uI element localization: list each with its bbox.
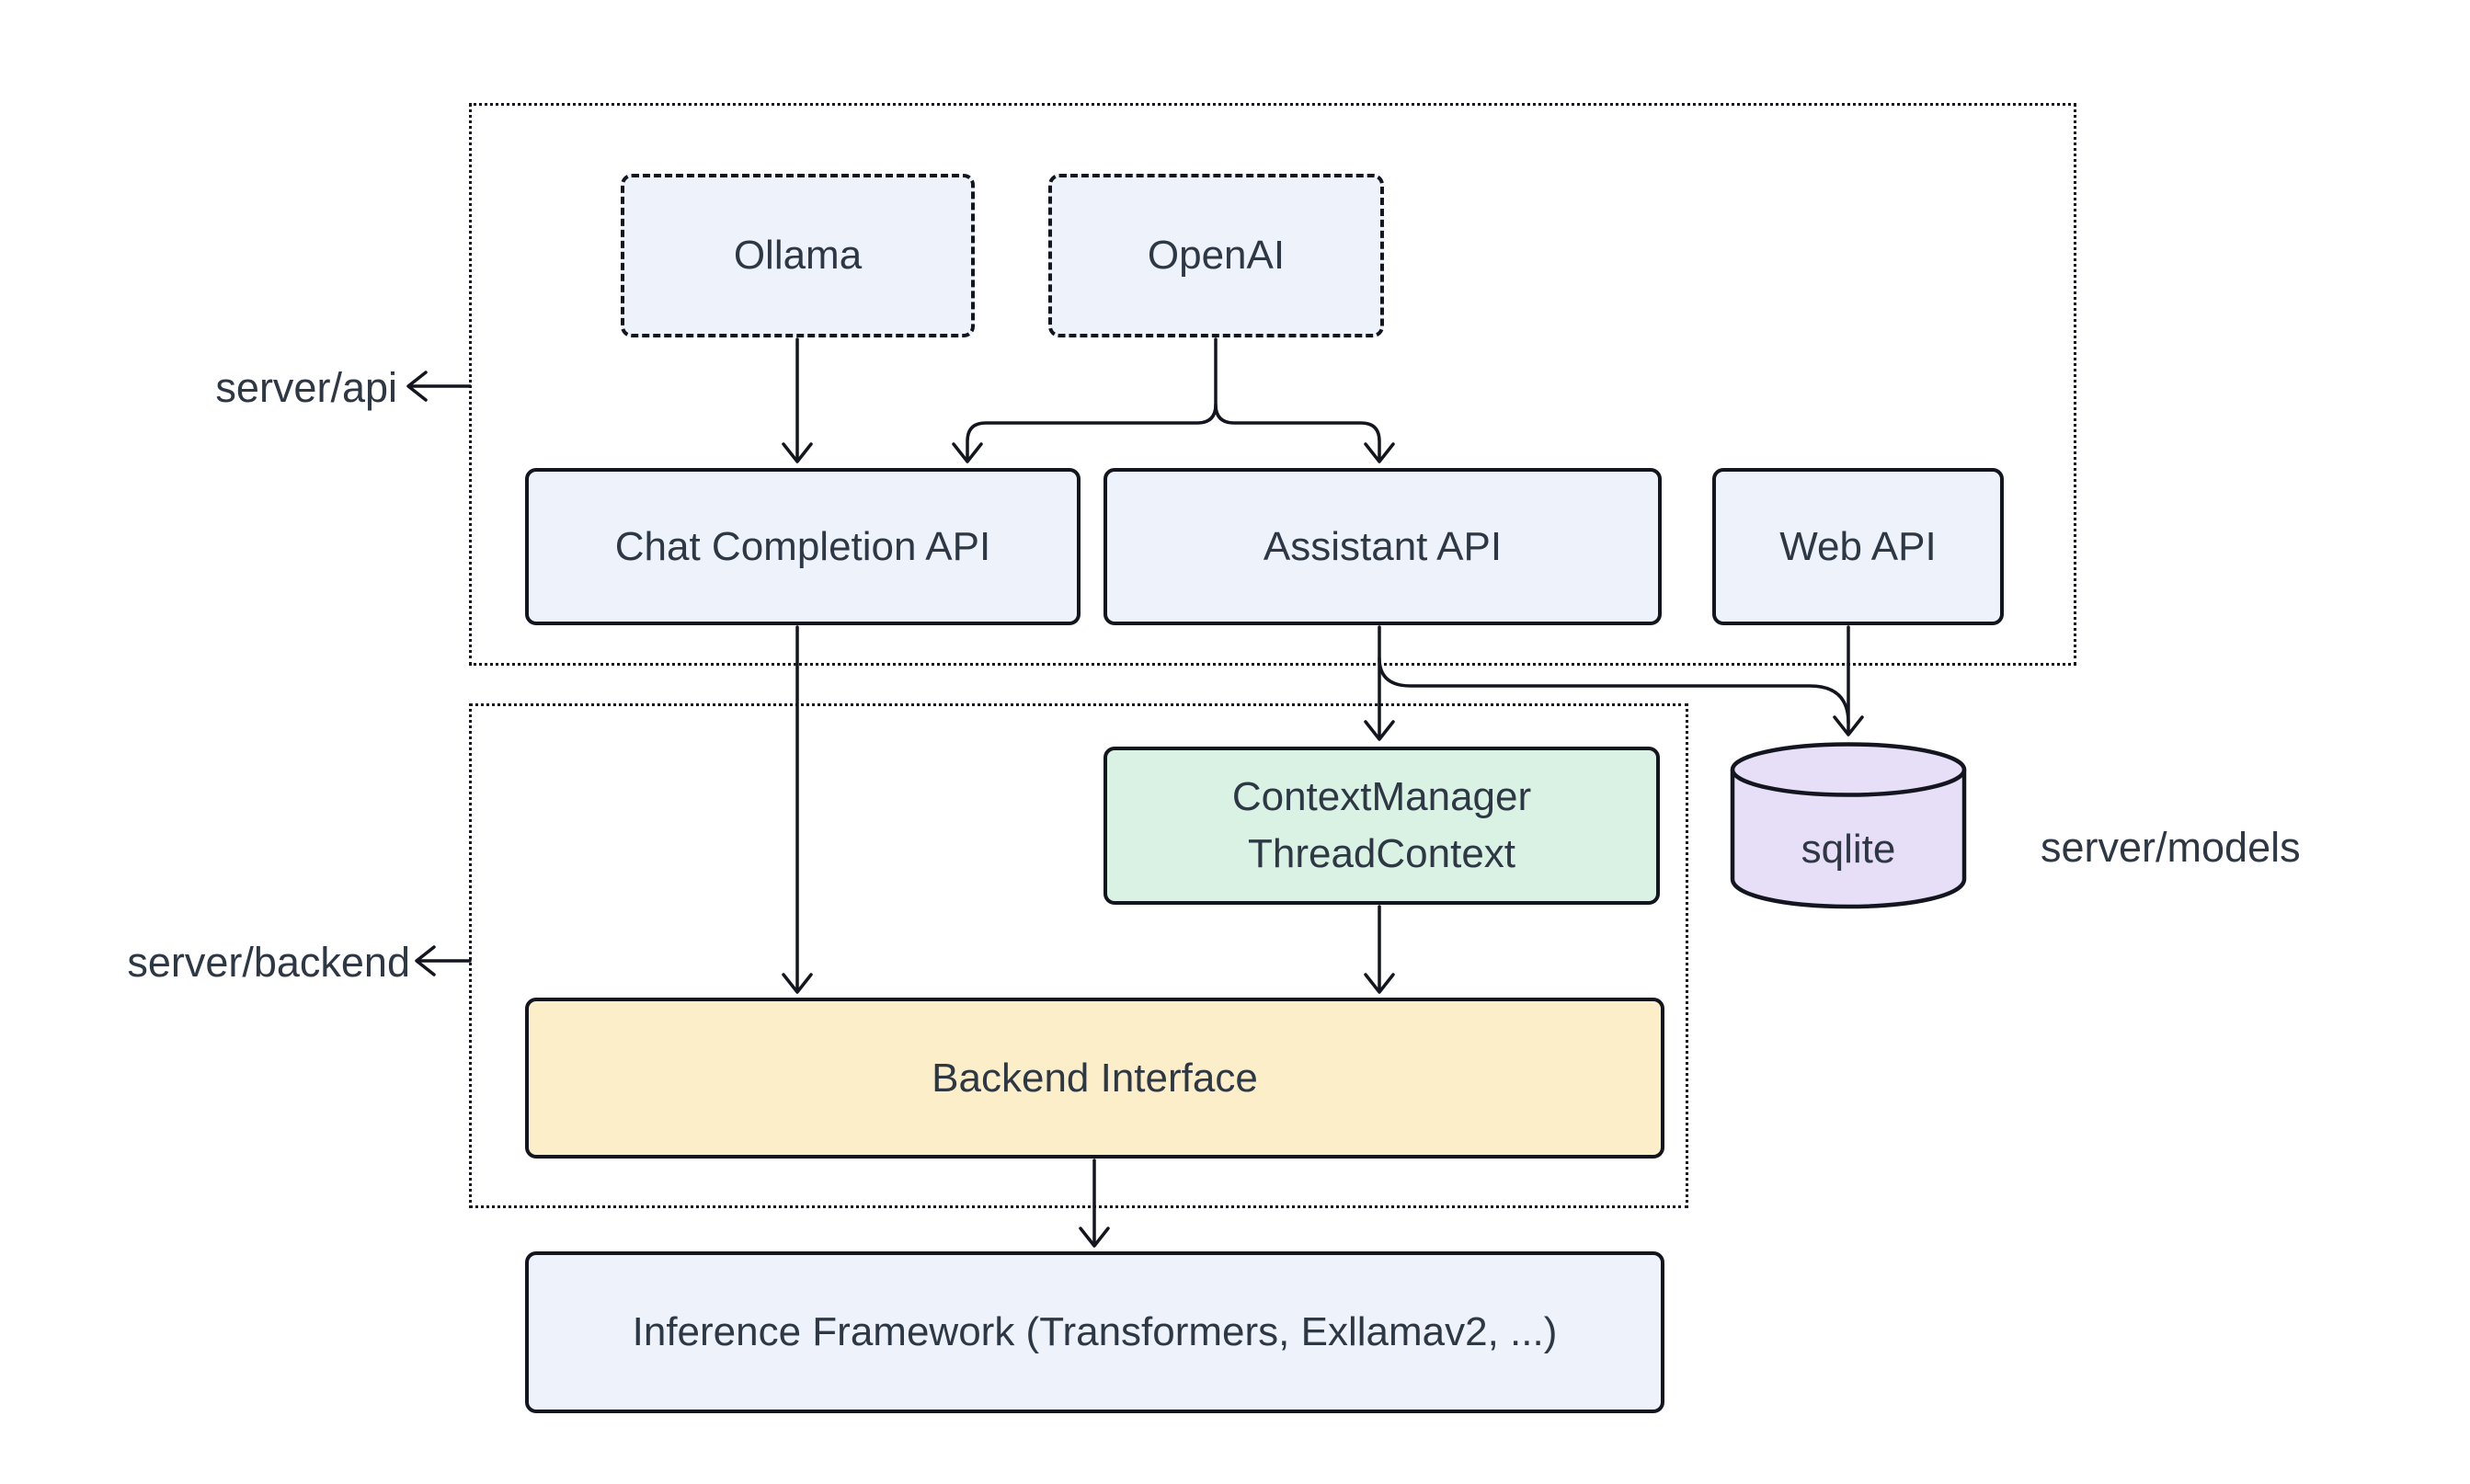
- node-web-api: Web API: [1712, 468, 2004, 625]
- cluster-server-api: [469, 103, 2076, 666]
- node-chat-completion-api: Chat Completion API: [525, 468, 1081, 625]
- node-context-manager: ContextManager ThreadContext: [1103, 747, 1660, 905]
- arrow-server-backend-label: [415, 945, 472, 976]
- node-inference-framework-label: Inference Framework (Transformers, Exlla…: [632, 1309, 1558, 1355]
- node-backend-interface-label: Backend Interface: [932, 1055, 1258, 1101]
- cluster-server-backend: [469, 703, 1688, 1208]
- node-ollama: Ollama: [621, 174, 975, 337]
- database-cylinder-icon: [1730, 742, 1967, 909]
- node-backend-interface: Backend Interface: [525, 998, 1664, 1159]
- label-server-api: server/api: [215, 364, 397, 411]
- node-context-manager-label-line1: ContextManager: [1231, 774, 1532, 820]
- node-sqlite: sqlite: [1729, 740, 1968, 910]
- node-context-manager-label-line2: ThreadContext: [1247, 831, 1516, 876]
- node-web-api-label: Web API: [1779, 523, 1937, 569]
- label-server-backend: server/backend: [127, 939, 410, 986]
- arrow-server-api-label: [406, 371, 472, 402]
- label-server-models: server/models: [2041, 824, 2301, 871]
- node-inference-framework: Inference Framework (Transformers, Exlla…: [525, 1251, 1664, 1413]
- node-ollama-label: Ollama: [733, 233, 863, 279]
- node-assistant-api: Assistant API: [1103, 468, 1662, 625]
- node-openai: OpenAI: [1048, 174, 1384, 337]
- node-openai-label: OpenAI: [1147, 233, 1286, 279]
- node-assistant-api-label: Assistant API: [1263, 523, 1503, 569]
- node-sqlite-label: sqlite: [1801, 826, 1896, 872]
- node-chat-completion-api-label: Chat Completion API: [614, 523, 991, 569]
